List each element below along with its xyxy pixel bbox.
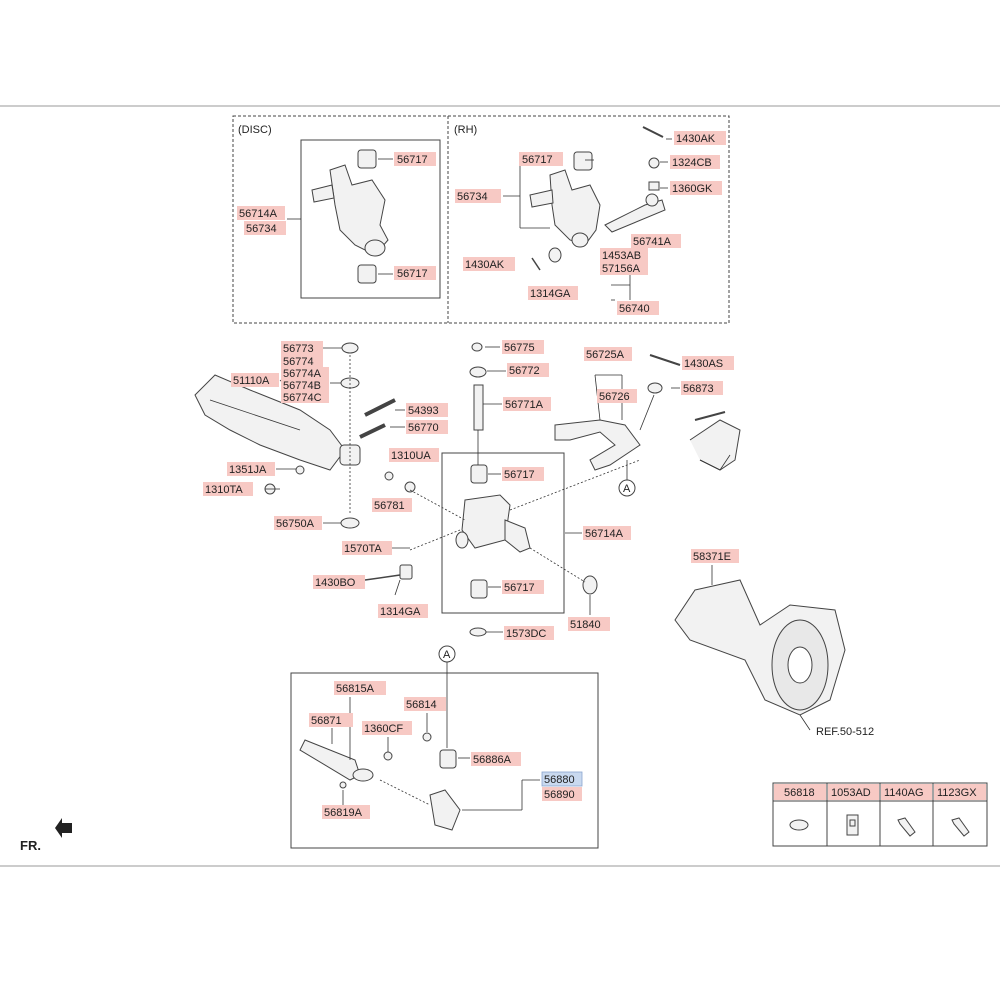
part-label[interactable]: 56774	[283, 356, 314, 368]
part-label[interactable]: 1310TA	[205, 484, 243, 496]
part-label[interactable]: 56890	[544, 789, 575, 801]
steering-arm-icon	[554, 419, 641, 471]
clip-icon	[846, 814, 859, 836]
part-label[interactable]: 1314GA	[380, 606, 421, 618]
part-label[interactable]: 56726	[599, 391, 630, 403]
part-label[interactable]: 56773	[283, 343, 314, 355]
part-label[interactable]: 56771A	[505, 399, 544, 411]
part-label[interactable]: 57156A	[602, 263, 641, 275]
part-label[interactable]: 56774C	[283, 392, 322, 404]
part-label[interactable]: 56714A	[239, 208, 278, 220]
group-label-rh: (RH)	[454, 124, 477, 136]
part-label[interactable]: 56717	[504, 469, 535, 481]
selected-label-bg	[541, 771, 583, 787]
part-label[interactable]: 56873	[683, 383, 714, 395]
part-label[interactable]: 1573DC	[506, 628, 546, 640]
part-label[interactable]: 56717	[397, 268, 428, 280]
part-label[interactable]: 56819A	[324, 807, 363, 819]
part-label[interactable]: 56774B	[283, 380, 321, 392]
part-label[interactable]: 1360CF	[364, 723, 403, 735]
reference-label[interactable]: REF.50-512	[816, 726, 874, 738]
part-label[interactable]: 56725A	[586, 349, 625, 361]
tie-rod-icon	[299, 739, 361, 781]
part-label[interactable]: 51840	[570, 619, 601, 631]
part-label[interactable]: 56714A	[585, 528, 624, 540]
knuckle-main-icon	[461, 494, 511, 549]
part-label[interactable]: 56814	[406, 699, 437, 711]
cap-icon	[789, 819, 809, 831]
front-direction-marker: FR.	[20, 818, 72, 853]
part-label[interactable]: 1324CB	[672, 157, 712, 169]
table-header[interactable]: 56818	[784, 787, 815, 799]
knuckle-disc-icon	[311, 149, 389, 284]
part-label[interactable]: 1314GA	[530, 288, 571, 300]
inset-knuckle-group: (DISC) (RH)	[232, 115, 730, 324]
part-label[interactable]: 56717	[504, 582, 535, 594]
part-label[interactable]: 56770	[408, 422, 439, 434]
part-label[interactable]: 56772	[509, 365, 540, 377]
table-header[interactable]: 1140AG	[884, 787, 924, 799]
part-label[interactable]: 56871	[311, 715, 342, 727]
part-label[interactable]: 1310UA	[391, 450, 431, 462]
part-label[interactable]: 1453AB	[602, 250, 641, 262]
part-label[interactable]: 56741A	[633, 236, 672, 248]
part-label[interactable]: 1430AK	[465, 259, 505, 271]
part-label[interactable]: 56886A	[473, 754, 512, 766]
part-label[interactable]: 56781	[374, 500, 405, 512]
screw-icon	[951, 817, 970, 837]
part-label[interactable]: 56734	[457, 191, 488, 203]
part-label[interactable]: 56750A	[276, 518, 315, 530]
table-header[interactable]: 1053AD	[831, 787, 871, 799]
part-label[interactable]: 56774A	[283, 368, 322, 380]
group-label-disc: (DISC)	[238, 124, 272, 136]
part-label-selected[interactable]: 56880	[544, 774, 575, 786]
knuckle-rh-icon	[529, 126, 666, 271]
bolt-icon	[897, 817, 916, 837]
label-bg	[394, 152, 436, 166]
part-label[interactable]: 56734	[246, 223, 277, 235]
part-label[interactable]: 56717	[522, 154, 553, 166]
part-label[interactable]: 51110A	[233, 375, 270, 387]
arrow-left-icon	[55, 818, 72, 838]
brake-backing-plate: 58371E REF.50-512	[674, 549, 874, 738]
table-header[interactable]: 1123GX	[937, 787, 977, 799]
part-label[interactable]: 1430AK	[676, 133, 716, 145]
part-label[interactable]: 54393	[408, 405, 439, 417]
part-label[interactable]: 1570TA	[344, 543, 382, 555]
subframe-icon	[194, 374, 346, 471]
callout-a: A	[443, 649, 451, 661]
part-label[interactable]: 1430AS	[684, 358, 723, 370]
tie-rod-group: A 56815A 56814 56871 1360CF 56886A 56880	[290, 645, 599, 849]
direction-label: FR.	[20, 838, 41, 853]
part-label[interactable]: 1430BO	[315, 577, 356, 589]
part-label[interactable]: 56815A	[336, 683, 375, 695]
part-label[interactable]: 1351JA	[229, 464, 267, 476]
part-label[interactable]: 56775	[504, 342, 535, 354]
parts-table: 56818 1053AD 1140AG 1123GX	[772, 782, 988, 847]
tie-rod-end-icon	[429, 789, 461, 831]
part-label[interactable]: 56717	[397, 154, 428, 166]
callout-a: A	[623, 483, 631, 495]
part-label[interactable]: 58371E	[693, 551, 731, 563]
part-label[interactable]: 56740	[619, 303, 650, 315]
main-assembly: A 56773 56774 56774A 56774B 56774C	[194, 340, 741, 640]
part-label[interactable]: 1360GK	[672, 183, 713, 195]
